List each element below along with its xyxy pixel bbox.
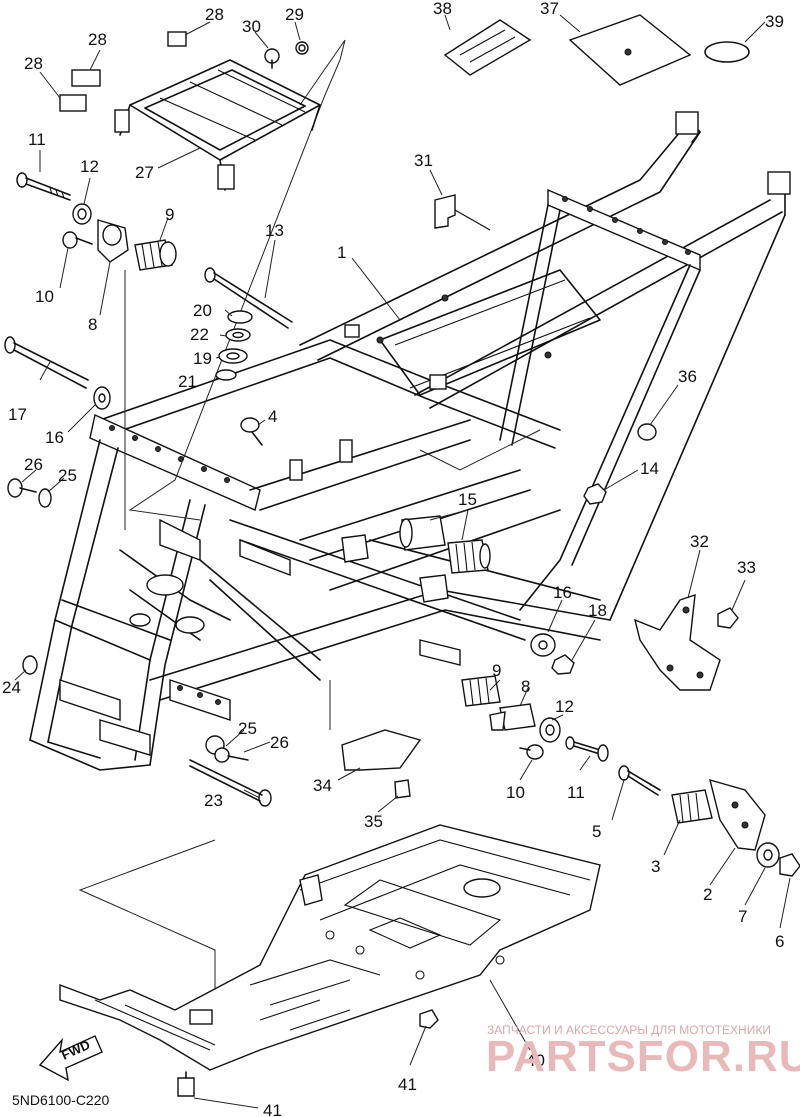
right-side-hardware bbox=[530, 593, 739, 691]
callout-24: 24 bbox=[2, 678, 21, 697]
callout-2: 2 bbox=[703, 885, 712, 904]
callout-19: 19 bbox=[193, 349, 212, 368]
callout-15: 15 bbox=[458, 490, 477, 509]
callout-41-bottom: 41 bbox=[263, 1101, 282, 1117]
callout-5: 5 bbox=[592, 822, 601, 841]
left-lower-hardware bbox=[189, 735, 272, 807]
watermark-logo: PARTSFOR.RU bbox=[486, 1032, 800, 1081]
callout-4: 4 bbox=[268, 407, 277, 426]
callout-12-lower: 12 bbox=[555, 697, 574, 716]
callout-32: 32 bbox=[690, 532, 709, 551]
watermark-tagline: ЗАПЧАСТИ И АКСЕССУАРЫ ДЛЯ МОТОТЕХНИКИ bbox=[487, 1023, 771, 1037]
callout-25-upper: 25 bbox=[58, 466, 77, 485]
skid-plate bbox=[59, 824, 601, 1097]
callout-8-lower: 8 bbox=[521, 677, 530, 696]
fwd-arrow-icon: FWD bbox=[38, 1035, 103, 1082]
callout-20: 20 bbox=[193, 301, 212, 320]
callout-10-lower: 10 bbox=[506, 783, 525, 802]
callout-25-lower: 25 bbox=[238, 719, 257, 738]
callout-35: 35 bbox=[364, 812, 383, 831]
callout-16-right: 16 bbox=[553, 583, 572, 602]
callout-6: 6 bbox=[775, 932, 784, 951]
callout-22: 22 bbox=[190, 325, 209, 344]
callout-14: 14 bbox=[640, 459, 659, 478]
callout-7: 7 bbox=[738, 907, 747, 926]
callout-36: 36 bbox=[678, 367, 697, 386]
main-frame bbox=[29, 111, 791, 771]
callout-11-lower: 11 bbox=[567, 783, 585, 802]
callout-26-lower: 26 bbox=[270, 733, 289, 752]
callout-9-upper: 9 bbox=[165, 205, 174, 224]
callout-17: 17 bbox=[8, 405, 27, 424]
callout-10-upper: 10 bbox=[35, 287, 54, 306]
callout-40: 40 bbox=[526, 1051, 545, 1070]
callout-33: 33 bbox=[737, 558, 756, 577]
callout-13: 13 bbox=[265, 221, 284, 240]
callout-29: 29 bbox=[285, 5, 304, 24]
upper-mount-hardware bbox=[4, 172, 657, 675]
seat-bracket-assembly bbox=[59, 31, 321, 191]
callout-11-upper: 11 bbox=[28, 130, 46, 149]
accessory-items bbox=[443, 14, 750, 86]
callout-41-bolt: 41 bbox=[398, 1075, 417, 1094]
group-outline-lines bbox=[78, 39, 541, 1020]
callout-28-left: 28 bbox=[24, 54, 43, 73]
callout-3: 3 bbox=[651, 857, 660, 876]
callout-38: 38 bbox=[433, 0, 452, 18]
callout-26-upper: 26 bbox=[24, 455, 43, 474]
callout-21: 21 bbox=[178, 372, 197, 391]
callout-39: 39 bbox=[765, 12, 784, 31]
callout-27: 27 bbox=[135, 163, 154, 182]
callout-37: 37 bbox=[540, 0, 559, 18]
callout-12-upper: 12 bbox=[80, 157, 99, 176]
callout-18: 18 bbox=[588, 601, 607, 620]
callout-23: 23 bbox=[204, 791, 223, 810]
callout-9-lower: 9 bbox=[492, 661, 501, 680]
center-dampers bbox=[341, 515, 491, 603]
callout-31: 31 bbox=[414, 151, 433, 170]
callout-28-top: 28 bbox=[205, 5, 224, 24]
callout-30: 30 bbox=[242, 17, 261, 36]
callout-16-left: 16 bbox=[45, 428, 64, 447]
drawing-code: 5ND6100-C220 bbox=[12, 1092, 109, 1108]
callout-34: 34 bbox=[313, 776, 332, 795]
callout-28-middle: 28 bbox=[88, 30, 107, 49]
guard-bracket bbox=[341, 729, 422, 799]
leader-lines bbox=[14, 14, 791, 1109]
callout-labels: 1 2 3 4 5 6 7 8 8 9 9 10 10 11 11 12 12 … bbox=[2, 0, 784, 1117]
callout-8-upper: 8 bbox=[88, 315, 97, 334]
callout-1: 1 bbox=[337, 243, 346, 262]
